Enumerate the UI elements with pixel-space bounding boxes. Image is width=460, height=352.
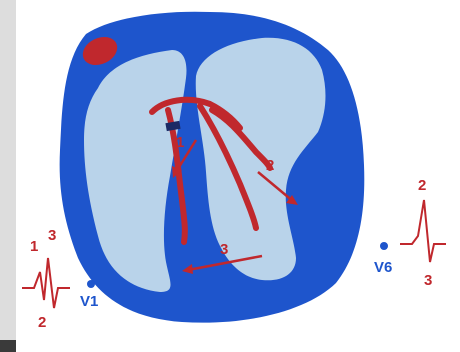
- v6-electrode: [380, 242, 388, 250]
- v6-wave-label-2: 2: [418, 177, 426, 194]
- vector-label-2: 2: [266, 157, 274, 174]
- v1-electrode: [87, 280, 95, 288]
- v1-wave-label-2: 2: [38, 314, 46, 331]
- bottom-corner-mark: [0, 340, 16, 352]
- v1-lead-label: V1: [80, 293, 98, 310]
- v6-wave-label-3: 3: [424, 272, 432, 289]
- vector-label-3: 3: [220, 241, 228, 258]
- v1-ecg-trace: [22, 258, 70, 308]
- left-margin-bar: [0, 0, 16, 352]
- vector-label-1: 1: [176, 134, 184, 151]
- v1-wave-label-3: 3: [48, 227, 56, 244]
- v1-wave-label-1: 1: [30, 238, 38, 255]
- v6-lead-label: V6: [374, 259, 392, 276]
- v6-ecg-trace: [400, 200, 446, 262]
